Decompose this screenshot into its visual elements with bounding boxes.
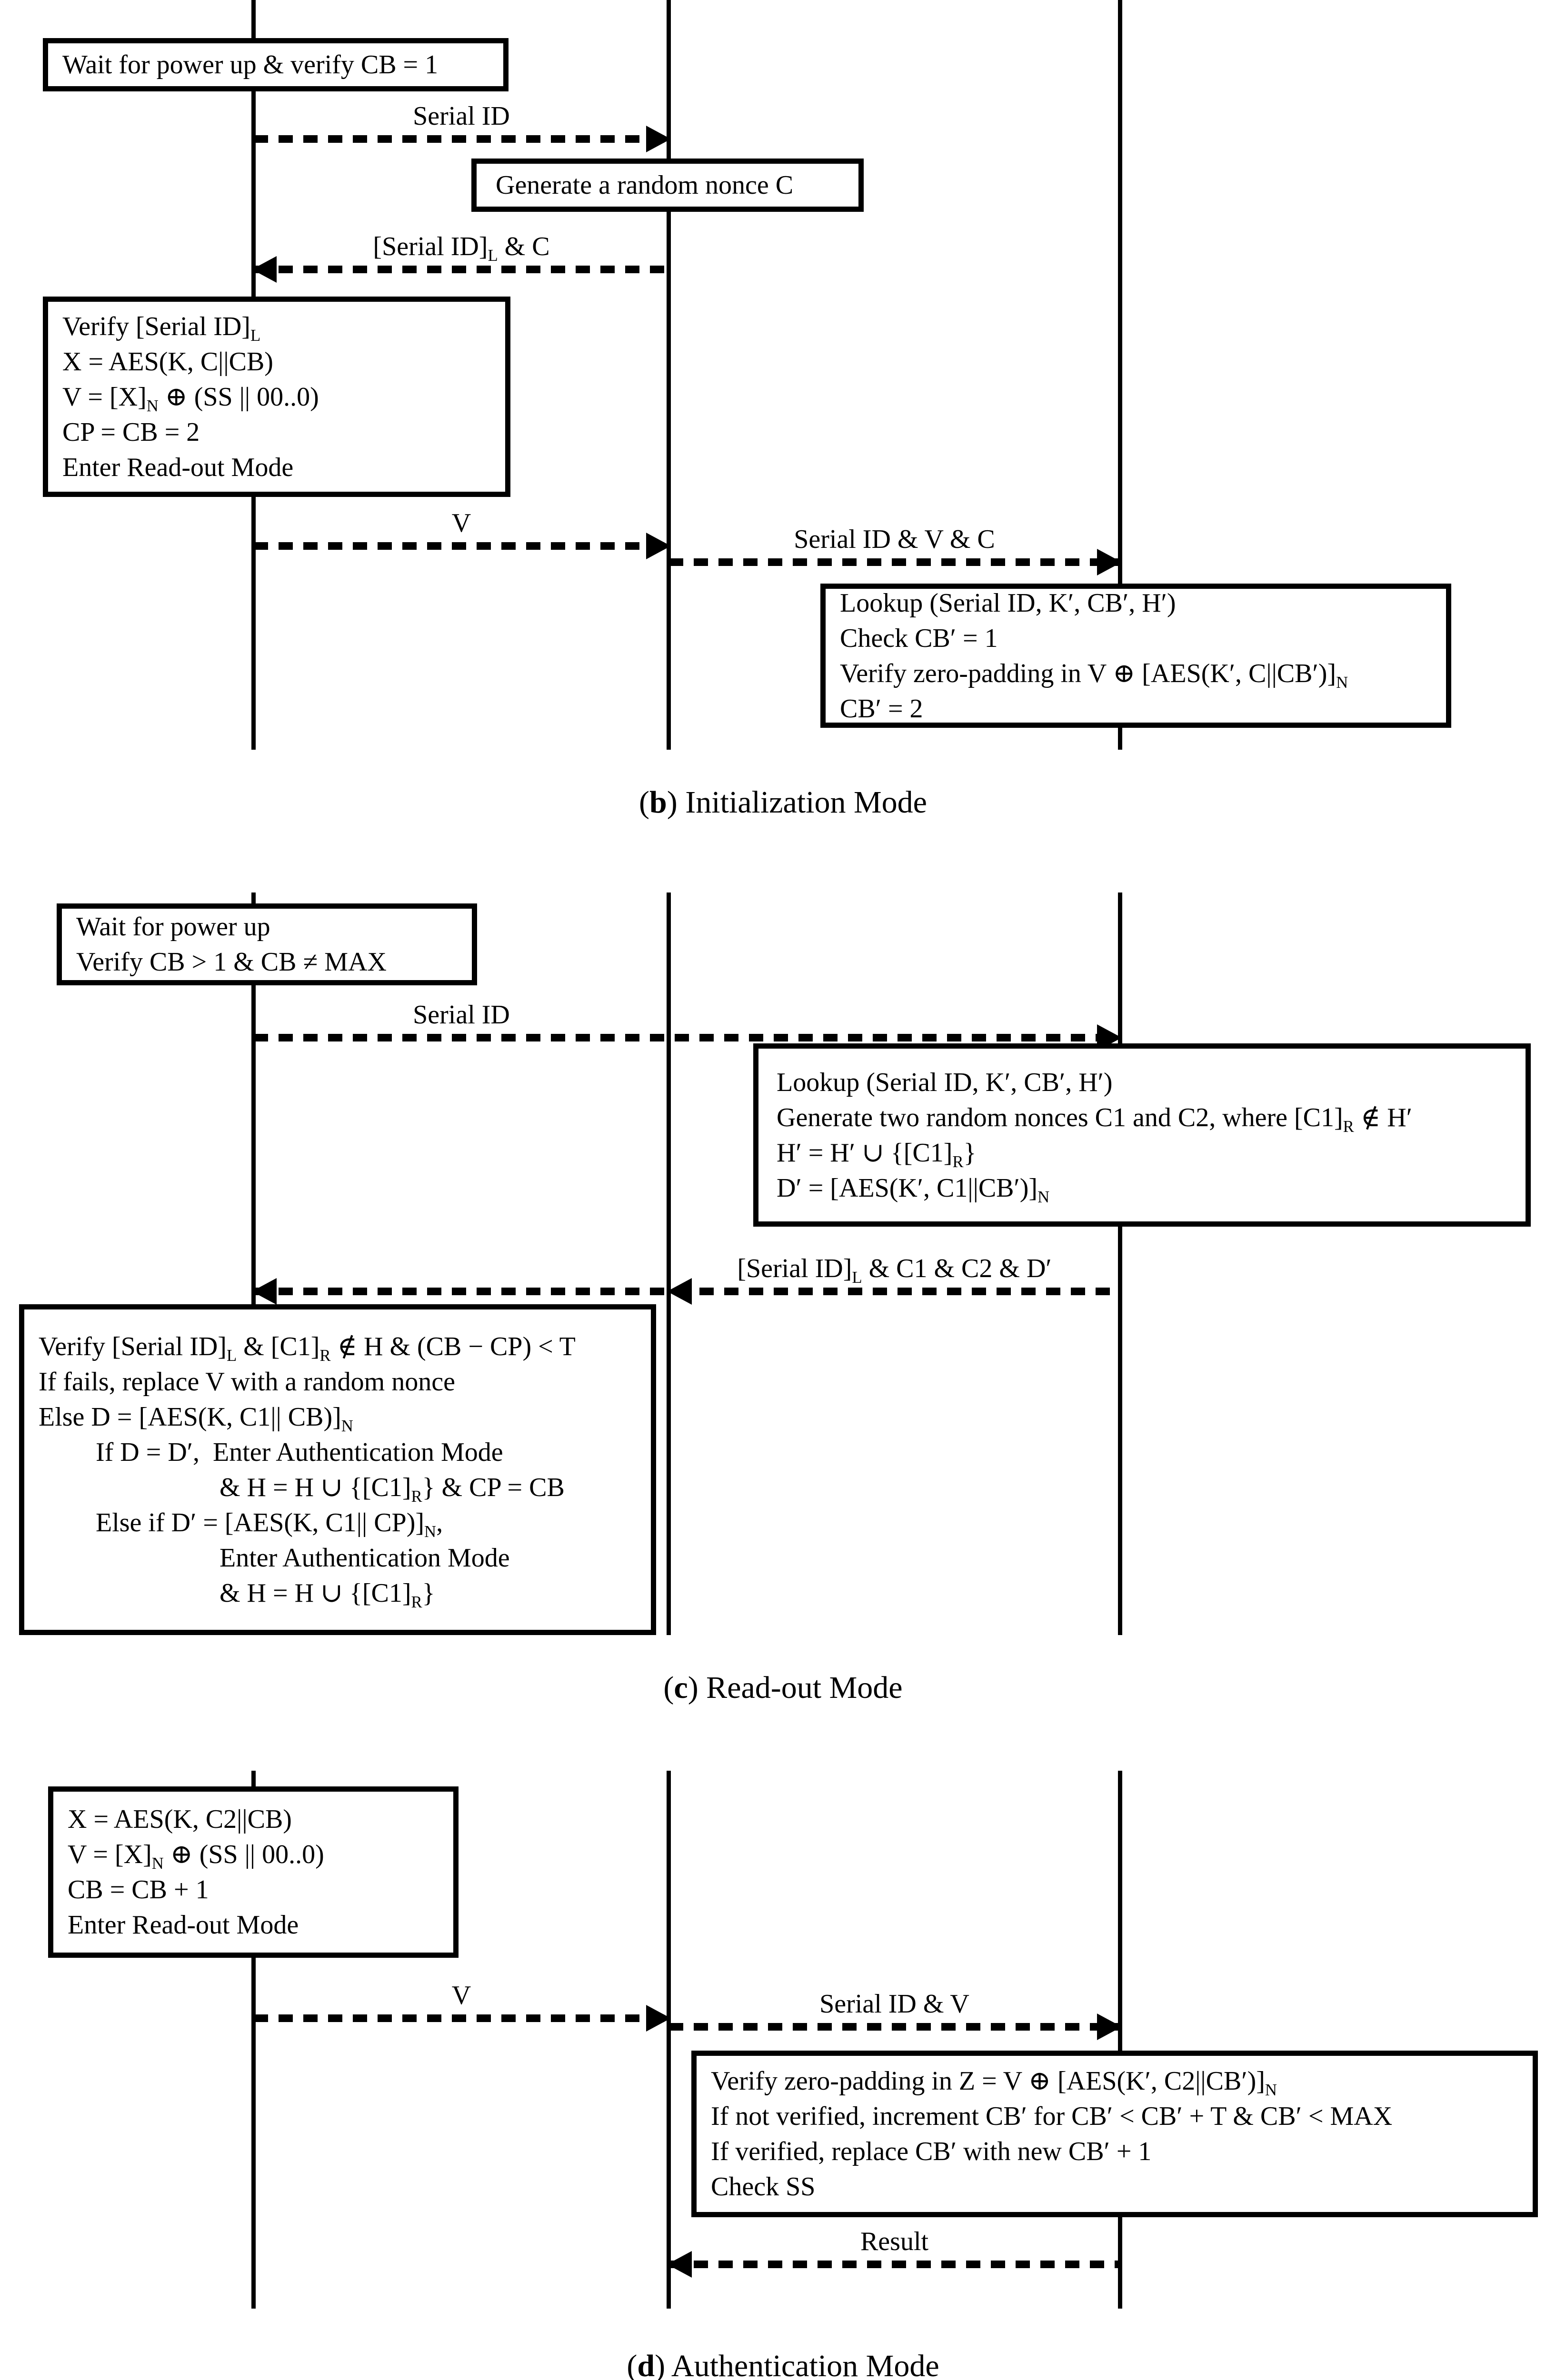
message-serial-id-v: Serial ID & V — [669, 1989, 1122, 2040]
dashed-arrow-line — [669, 558, 1120, 566]
action-box-server-lookup: Lookup (Serial ID, K′, CB′, H′) Check CB… — [820, 584, 1451, 728]
box-line: If not verified, increment CB′ for CB′ <… — [711, 2102, 1393, 2131]
caption-text: ) Read-out Mode — [688, 1670, 903, 1705]
arrowhead-right-icon — [646, 126, 671, 152]
action-box-server-lookup: Lookup (Serial ID, K′, CB′, H′) Generate… — [753, 1043, 1531, 1227]
box-line: H′ = H′ ∪ {[C1]R} — [777, 1138, 977, 1171]
lifeline-reader — [667, 892, 671, 1635]
message-label: Serial ID & V & C — [794, 525, 995, 554]
arrowhead-right-icon — [646, 533, 671, 559]
lifeline-reader — [667, 1771, 671, 2309]
box-line: Enter Read-out Mode — [68, 1910, 299, 1940]
caption-letter: b — [649, 785, 667, 820]
message-label: Serial ID & V — [819, 1989, 969, 2019]
arrowhead-left-icon — [667, 2251, 692, 2278]
message-result: Result — [667, 2227, 1120, 2278]
box-line: Wait for power up — [76, 912, 270, 942]
caption-letter: d — [637, 2349, 655, 2380]
action-box-wait-power-up: Wait for power up & verify CB = 1 — [43, 38, 509, 91]
caption-letter: c — [674, 1670, 688, 1705]
box-line: Check SS — [711, 2172, 816, 2202]
arrowhead-left-icon — [252, 256, 277, 283]
lifeline-reader — [667, 0, 671, 750]
lifeline-tag — [251, 892, 256, 1635]
box-line: If D = D′, Enter Authentication Mode — [96, 1437, 503, 1467]
box-line: Else D = [AES(K, C1|| CB)]N — [39, 1402, 353, 1435]
message-serial-id-l-and-c: [Serial ID]L & C — [252, 232, 669, 283]
caption-paren: ( — [639, 785, 650, 820]
action-box-tag-compute: X = AES(K, C2||CB) V = [X]N ⊕ (SS || 00.… — [48, 1786, 459, 1958]
caption-text: ) Authentication Mode — [655, 2349, 939, 2380]
box-line: Enter Read-out Mode — [62, 452, 294, 482]
box-line: Check CB′ = 1 — [840, 623, 998, 653]
box-line: & H = H ∪ {[C1]R} & CP = CB — [219, 1472, 565, 1506]
message-serial-id: Serial ID — [254, 101, 671, 152]
box-line: Lookup (Serial ID, K′, CB′, H′) — [840, 588, 1176, 618]
action-box-tag-verify: Verify [Serial ID]L X = AES(K, C||CB) V … — [43, 297, 510, 497]
arrowhead-right-icon — [646, 2005, 671, 2032]
caption-paren: ( — [663, 1670, 674, 1705]
action-box-tag-verify: Verify [Serial ID]L & [C1]R ∉ H & (CB − … — [19, 1304, 656, 1635]
message-serial-id: Serial ID — [254, 1000, 1122, 1051]
dashed-arrow-line — [669, 2023, 1120, 2031]
arrowhead-right-icon — [1097, 549, 1122, 575]
message-v: V — [254, 1981, 671, 2032]
box-line: CB′ = 2 — [840, 694, 923, 724]
lifeline-server — [1118, 892, 1122, 1635]
message-label: Serial ID — [413, 1000, 510, 1030]
caption-paren: ( — [627, 2349, 638, 2380]
dashed-arrow-line — [254, 135, 669, 143]
action-box-wait-power-up: Wait for power up Verify CB > 1 & CB ≠ M… — [57, 903, 477, 985]
box-line: If fails, replace V with a random nonce — [39, 1367, 455, 1397]
caption-read-out-mode: (c) Read-out Mode — [0, 1670, 1566, 1706]
box-line: D′ = [AES(K′, C1||CB′)]N — [777, 1173, 1050, 1206]
message-v: V — [254, 508, 671, 559]
dashed-arrow-line — [254, 266, 669, 273]
box-line: V = [X]N ⊕ (SS || 00..0) — [62, 382, 319, 415]
box-line: Wait for power up & verify CB = 1 — [62, 50, 439, 79]
dashed-arrow-line — [254, 542, 669, 550]
message-serial-id-l-c1-c2-d: [Serial ID]L & C1 & C2 & D′ — [252, 1254, 1120, 1305]
box-line: Generate two random nonces C1 and C2, wh… — [777, 1102, 1412, 1136]
box-line: CB = CB + 1 — [68, 1875, 209, 1904]
box-line: X = AES(K, C2||CB) — [68, 1805, 292, 1834]
arrowhead-left-icon — [252, 1278, 277, 1305]
message-label: [Serial ID]L & C — [373, 232, 550, 265]
caption-initialization-mode: (b) Initialization Mode — [0, 784, 1566, 821]
box-line: If verified, replace CB′ with new CB′ + … — [711, 2137, 1152, 2166]
caption-authentication-mode: (d) Authentication Mode — [0, 2348, 1566, 2380]
box-line: Verify [Serial ID]L & [C1]R ∉ H & (CB − … — [39, 1331, 576, 1365]
box-line: Verify zero-padding in V ⊕ [AES(K′, C||C… — [840, 658, 1348, 692]
box-line: Generate a random nonce C — [496, 170, 794, 200]
box-line: & H = H ∪ {[C1]R} — [219, 1578, 435, 1611]
message-label: V — [451, 1981, 471, 2010]
message-label: V — [451, 508, 471, 538]
message-label: [Serial ID]L & C1 & C2 & D′ — [737, 1254, 1052, 1287]
box-line: Lookup (Serial ID, K′, CB′, H′) — [777, 1067, 1113, 1097]
arrowhead-middle-icon — [667, 1278, 692, 1305]
action-box-server-verify: Verify zero-padding in Z = V ⊕ [AES(K′, … — [691, 2051, 1538, 2217]
caption-text: ) Initialization Mode — [667, 785, 927, 820]
arrowhead-right-icon — [1097, 2013, 1122, 2040]
action-box-generate-nonce: Generate a random nonce C — [471, 159, 864, 212]
message-serial-id-v-c: Serial ID & V & C — [669, 525, 1122, 575]
lifeline-tag — [251, 1771, 256, 2309]
box-line: X = AES(K, C||CB) — [62, 347, 273, 377]
lifeline-server — [1118, 0, 1122, 750]
dashed-arrow-line — [254, 1034, 1120, 1041]
dashed-arrow-line — [254, 2014, 669, 2022]
box-line: V = [X]N ⊕ (SS || 00..0) — [68, 1840, 324, 1873]
dashed-arrow-line — [669, 2261, 1120, 2268]
message-label: Serial ID — [413, 101, 510, 131]
box-line: Enter Authentication Mode — [219, 1543, 510, 1573]
box-line: Verify [Serial ID]L — [62, 311, 261, 345]
box-line: Verify CB > 1 & CB ≠ MAX — [76, 947, 387, 977]
box-line: Verify zero-padding in Z = V ⊕ [AES(K′, … — [711, 2066, 1277, 2100]
message-label: Result — [860, 2227, 929, 2256]
box-line: Else if D′ = [AES(K, C1|| CP)]N, — [96, 1507, 443, 1541]
box-line: CP = CB = 2 — [62, 417, 200, 447]
